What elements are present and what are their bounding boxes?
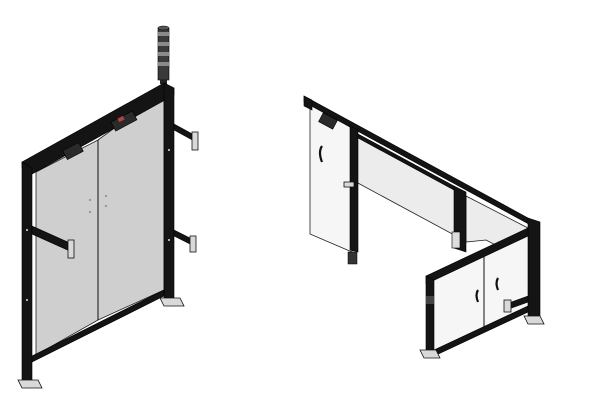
floor-foot-left [17,379,43,389]
mounting-arm-left [31,225,75,259]
side-post [349,125,359,253]
left-assembly [17,25,199,389]
left-post [21,161,33,385]
mounting-arm-right-bottom [173,229,197,253]
floor-foot-right [159,297,185,307]
floor-foot-corner [523,315,545,325]
front-left-post [425,275,435,357]
inner-beam [357,133,455,191]
corner-post [527,217,541,321]
hinge-block [451,231,461,249]
floor-lock [347,251,358,265]
front-door-handle-left [475,289,480,303]
back-panel [355,133,457,237]
signal-tower [157,25,170,84]
front-door-handle-right [495,277,500,291]
bottom-rail [31,289,165,363]
mounting-arm-right-top [173,123,199,151]
right-post [163,82,175,303]
floor-foot-front [419,349,441,359]
left-post [303,95,313,111]
right-assembly [303,95,545,359]
door-actuator-left [62,141,84,161]
actuator-indicator [117,115,125,123]
door-hinge [426,296,434,304]
side-door-handle [318,145,324,163]
side-actuator [318,112,338,130]
side-bracket [343,181,355,188]
